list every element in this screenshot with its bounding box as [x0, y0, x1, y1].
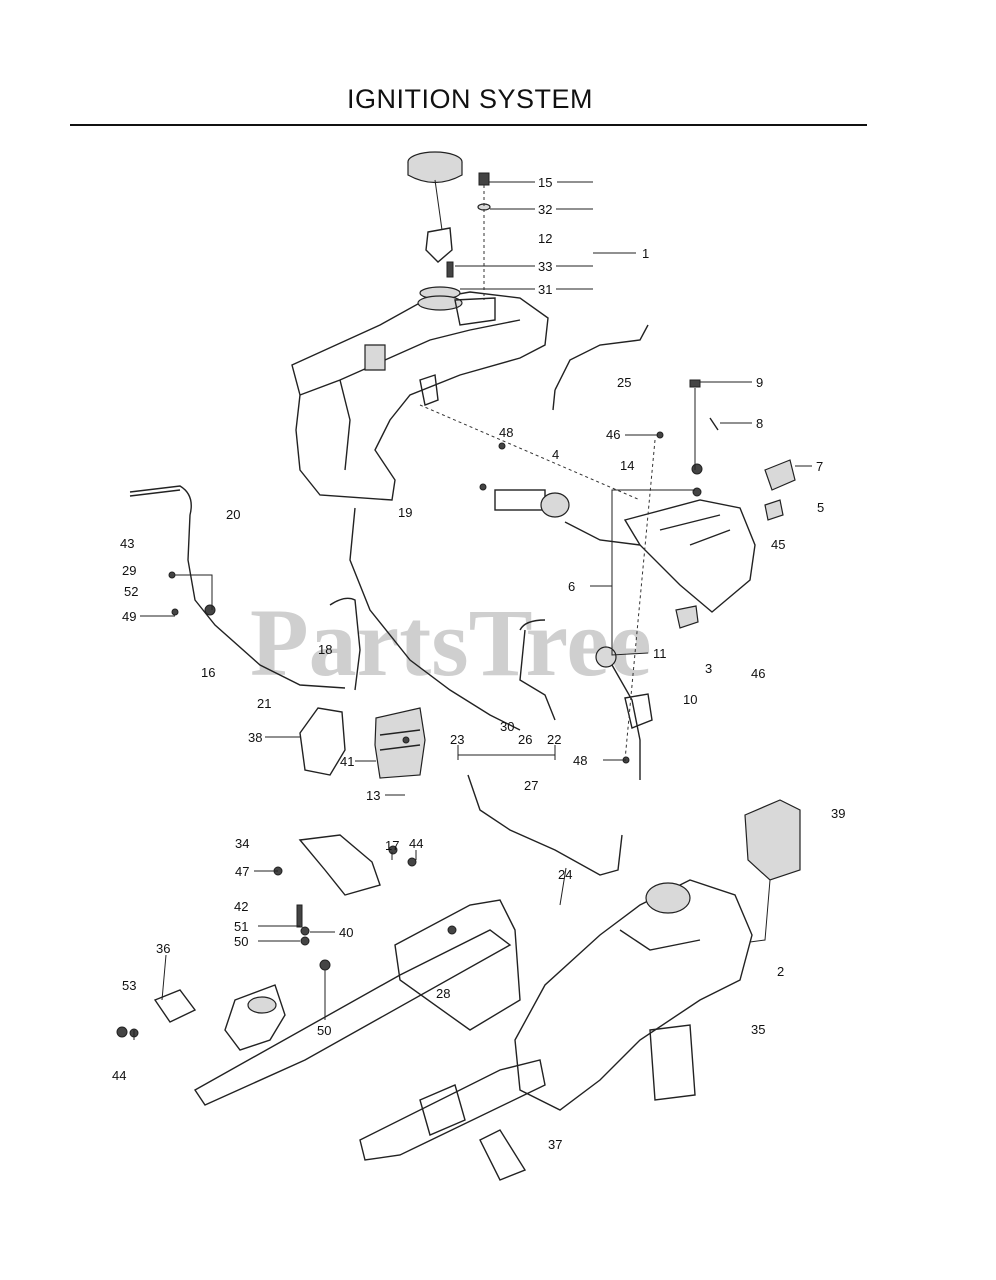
- part-label: 30: [500, 719, 514, 734]
- control-module: [744, 799, 801, 943]
- part-label: 50: [317, 1023, 331, 1038]
- part-label: 40: [339, 925, 353, 940]
- title-rule: [70, 124, 867, 126]
- part-label: 6: [568, 579, 575, 594]
- part-label: 26: [518, 732, 532, 747]
- mounting-bracket: [564, 499, 756, 613]
- part-label: 29: [122, 563, 136, 578]
- part-label: 8: [756, 416, 763, 431]
- part-label: 42: [234, 899, 248, 914]
- part-label: 18: [318, 642, 332, 657]
- part-label: 3: [705, 661, 712, 676]
- part-label: 52: [124, 584, 138, 599]
- watermark: PartsTree: [250, 589, 652, 696]
- page-title: IGNITION SYSTEM: [346, 84, 594, 114]
- part-label: 53: [122, 978, 136, 993]
- part-label: 5: [817, 500, 824, 515]
- part-label: 21: [257, 696, 271, 711]
- fuel-tank-top: [291, 291, 549, 501]
- part-label: 28: [436, 986, 450, 1001]
- part-label: 15: [538, 175, 552, 190]
- part-label: 2: [777, 964, 784, 979]
- part-labels: 15 32 12 1 33 31 25 9 8 48 46 14 4 7 5 2…: [112, 175, 845, 1152]
- part-label: 35: [751, 1022, 765, 1037]
- gas-cap: [407, 151, 463, 263]
- part-label: 47: [235, 864, 249, 879]
- throttle-lever: [595, 439, 656, 780]
- part-label: 7: [816, 459, 823, 474]
- hardware: [116, 431, 664, 1038]
- part-label: 22: [547, 732, 561, 747]
- part-label: 32: [538, 202, 552, 217]
- part-label: 38: [248, 730, 262, 745]
- part-label: 11: [653, 646, 667, 661]
- part-label: 24: [558, 867, 572, 882]
- part-label: 41: [340, 754, 354, 769]
- part-label: 31: [538, 282, 552, 297]
- part-label: 33: [538, 259, 552, 274]
- part-label: 45: [771, 537, 785, 552]
- part-label: 51: [234, 919, 248, 934]
- part-label: 19: [398, 505, 412, 520]
- part-label: 10: [683, 692, 697, 707]
- part-label: 50: [234, 934, 248, 949]
- filler-neck: [417, 261, 496, 326]
- part-label: 12: [538, 231, 552, 246]
- part-label: 14: [620, 458, 634, 473]
- fuel-lines: [129, 324, 649, 876]
- part-label: 25: [617, 375, 631, 390]
- part-label: 23: [450, 732, 464, 747]
- chassis-frame: [153, 834, 546, 1181]
- part-label: 1: [642, 246, 649, 261]
- part-label: 49: [122, 609, 136, 624]
- part-label: 4: [552, 447, 559, 462]
- fuel-filter: [419, 404, 641, 518]
- part-label: 46: [606, 427, 620, 442]
- part-label: 27: [524, 778, 538, 793]
- part-label: 20: [226, 507, 240, 522]
- ignition-module: [299, 707, 426, 779]
- part-label: 48: [499, 425, 513, 440]
- part-label: 48: [573, 753, 587, 768]
- part-label: 36: [156, 941, 170, 956]
- part-label: 13: [366, 788, 380, 803]
- fuel-tank-bottom: [514, 879, 753, 1111]
- part-label: 44: [112, 1068, 126, 1083]
- part-label: 43: [120, 536, 134, 551]
- part-label: 46: [751, 666, 765, 681]
- part-label: 44: [409, 836, 423, 851]
- ignition-switch: [675, 379, 796, 629]
- part-label: 17: [385, 838, 399, 853]
- part-label: 37: [548, 1137, 562, 1152]
- leader-lines: [133, 181, 812, 1040]
- part-label: 34: [235, 836, 249, 851]
- part-label: 16: [201, 665, 215, 680]
- part-label: 39: [831, 806, 845, 821]
- vent-valve: [477, 172, 491, 300]
- part-label: 9: [756, 375, 763, 390]
